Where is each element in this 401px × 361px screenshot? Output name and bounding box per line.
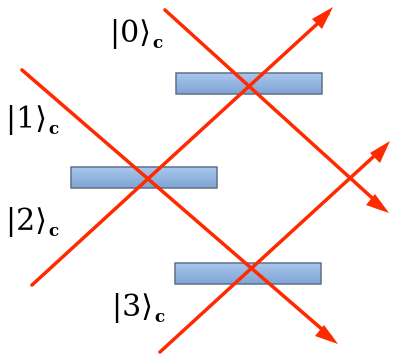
ket-label-2: |2⟩c: [6, 203, 59, 240]
arrowhead-right-lower: [366, 194, 389, 213]
arrowhead-bottom-right: [315, 325, 338, 344]
beam-port-3: [158, 145, 386, 354]
arrowhead-top-right: [312, 7, 333, 29]
ket-2-subscript: c: [48, 221, 60, 241]
beam-splitter-top: [175, 72, 323, 95]
beam-port-2: [30, 12, 330, 287]
ket-3: |3⟩: [112, 289, 153, 324]
ket-0-subscript: c: [152, 33, 164, 53]
ket-1-subscript: c: [48, 119, 60, 139]
ket-1: |1⟩: [6, 101, 47, 136]
beam-port-0: [163, 8, 383, 208]
arrowhead-right-upper: [370, 141, 390, 163]
ket-0: |0⟩: [110, 15, 151, 50]
beam-port-1: [20, 68, 333, 339]
ket-3-subscript: c: [154, 307, 166, 327]
ket-2: |2⟩: [6, 203, 47, 238]
ket-label-3: |3⟩c: [112, 289, 165, 326]
ket-label-0: |0⟩c: [110, 15, 163, 52]
ket-label-1: |1⟩c: [6, 101, 59, 138]
